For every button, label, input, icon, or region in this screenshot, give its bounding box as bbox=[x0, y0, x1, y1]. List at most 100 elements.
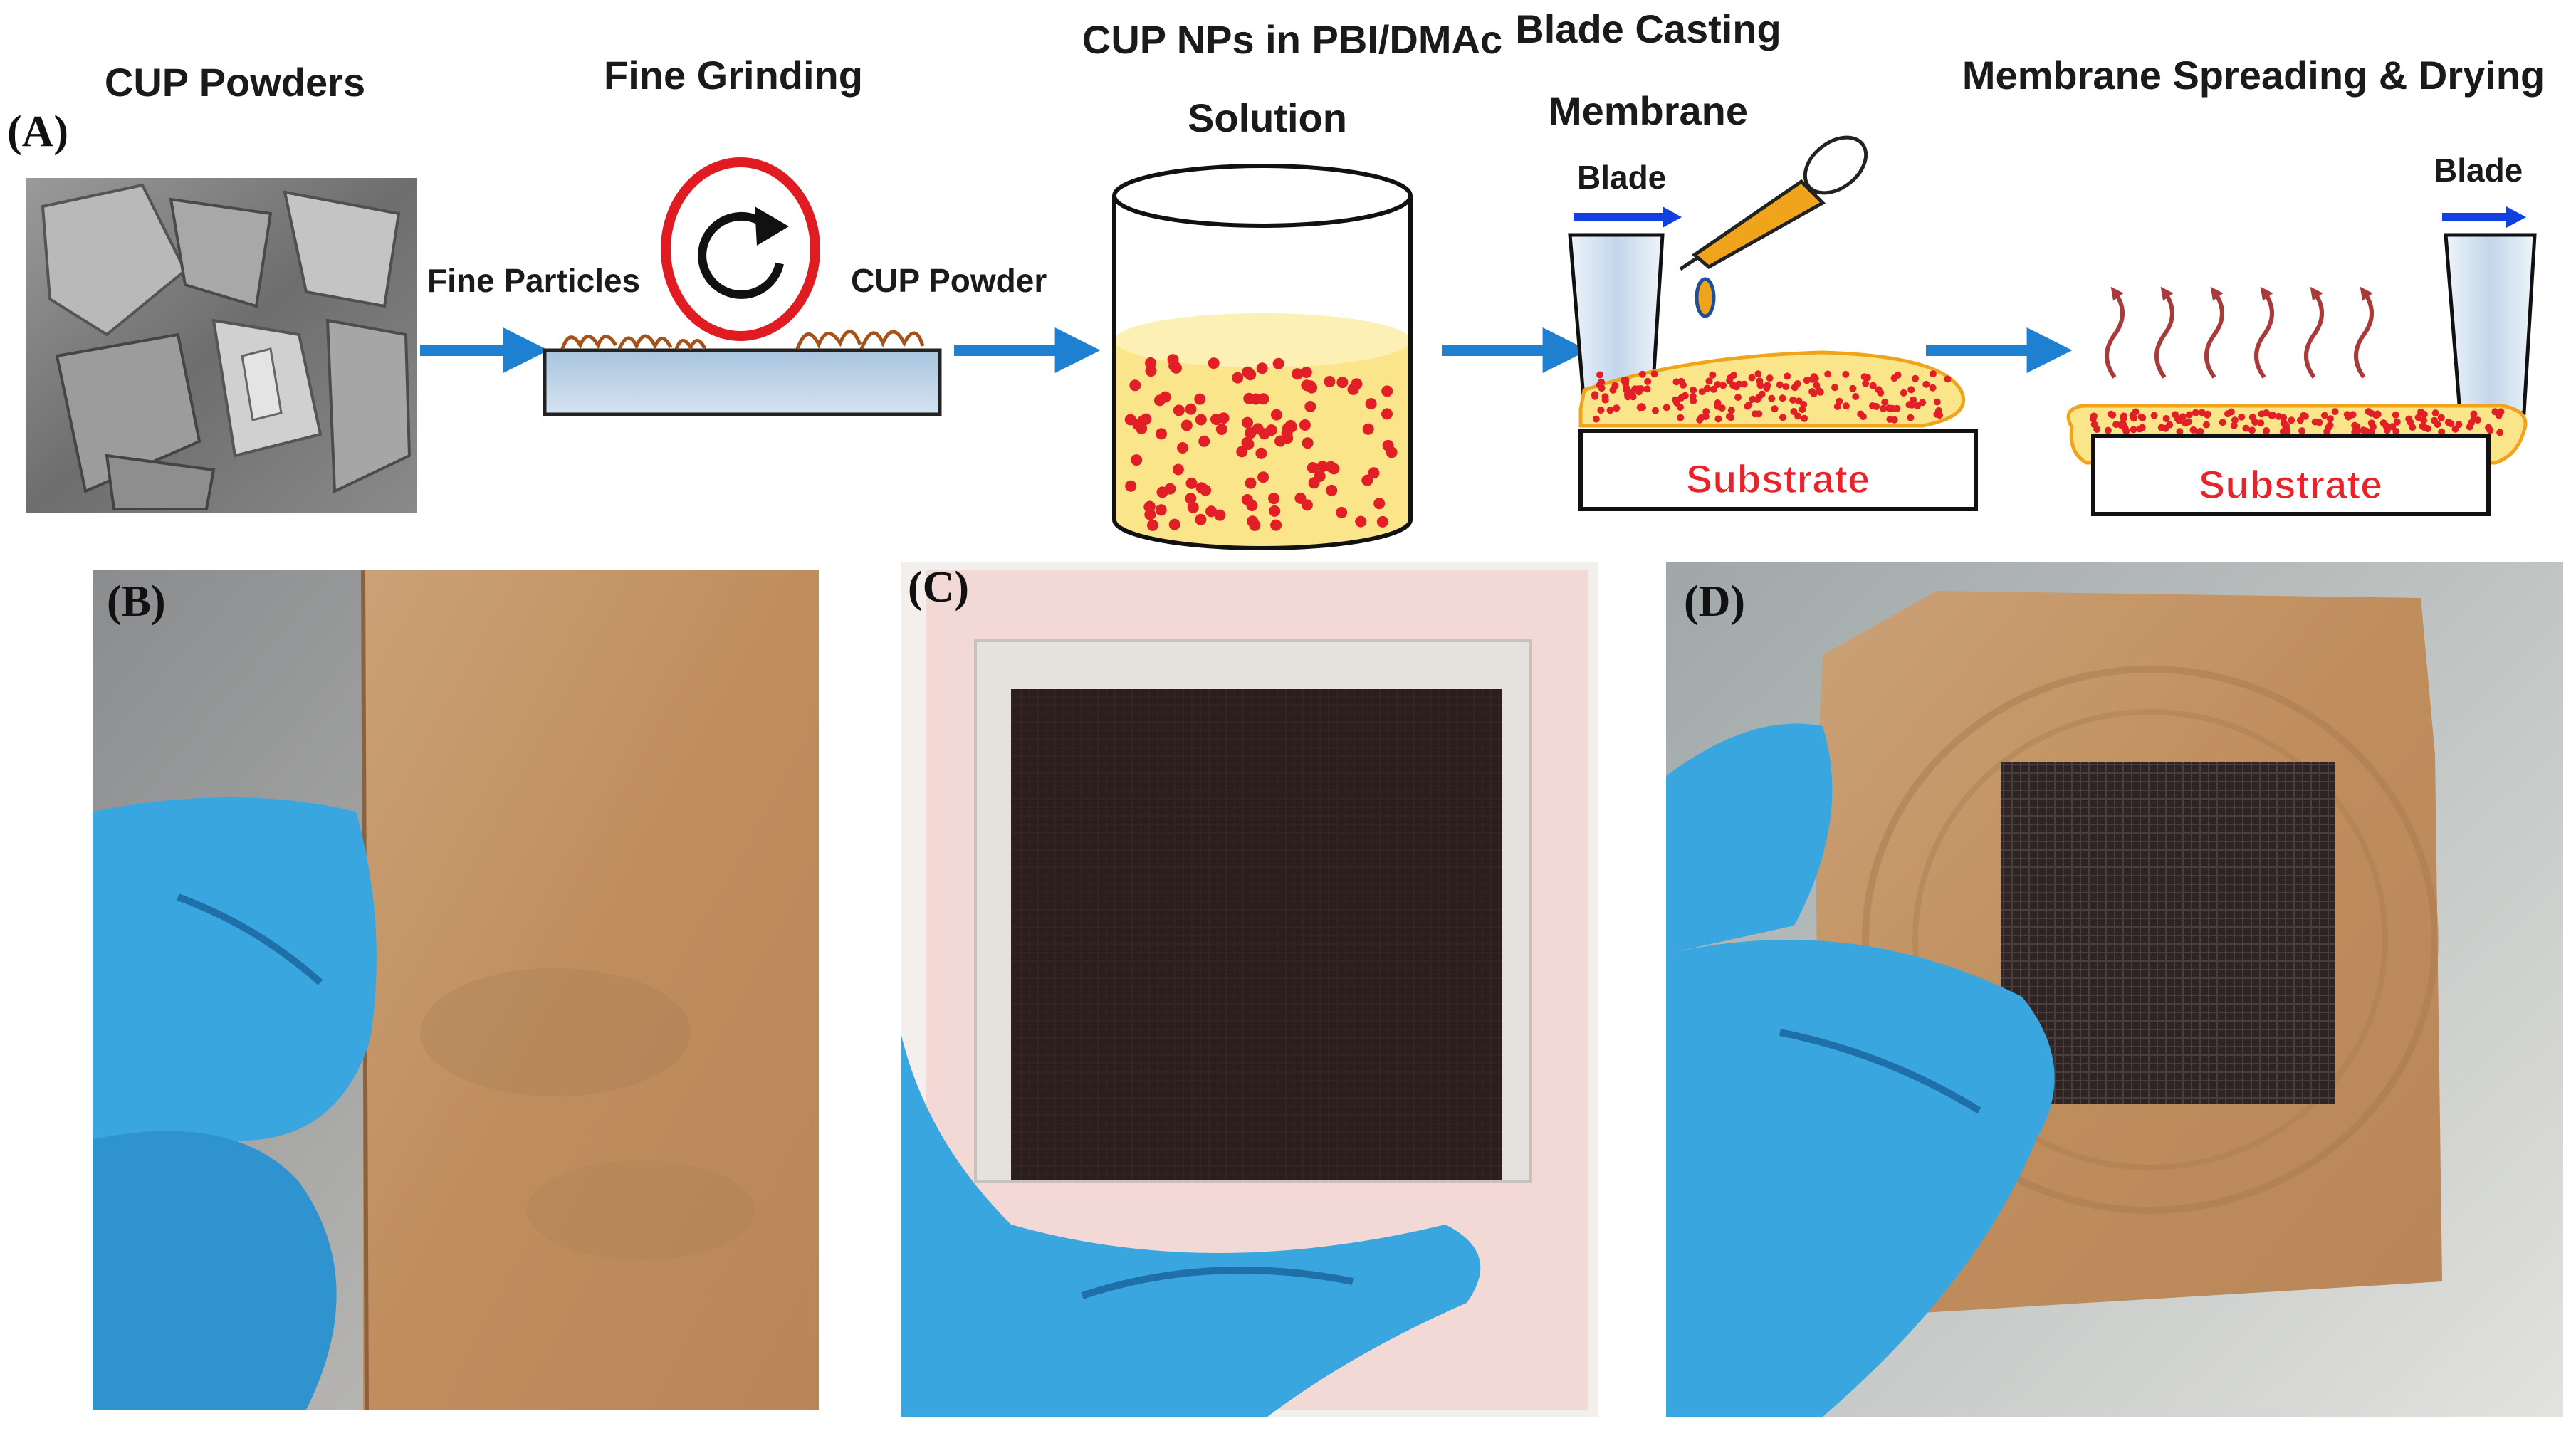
nanoparticle-dot bbox=[2360, 426, 2367, 434]
nanoparticle-dot bbox=[1703, 384, 1711, 392]
nanoparticle-dot bbox=[1900, 389, 1907, 397]
nanoparticle-dot bbox=[1763, 384, 1771, 392]
nanoparticle-dot bbox=[1242, 366, 1254, 378]
nanoparticle-dot bbox=[1294, 492, 1307, 504]
spreading-blade-label: Blade bbox=[2434, 152, 2523, 189]
nanoparticle-dot bbox=[1302, 437, 1314, 449]
nanoparticle-dot bbox=[2496, 429, 2504, 436]
dropper-icon bbox=[1679, 135, 1868, 318]
nanoparticle-dot bbox=[1776, 381, 1784, 389]
step-cup-powders: CUP Powders bbox=[26, 60, 417, 513]
panel-a-letter: (A) bbox=[7, 108, 68, 156]
nanoparticle-dot bbox=[1159, 391, 1171, 403]
nanoparticle-dot bbox=[2486, 426, 2494, 434]
nanoparticle-dot bbox=[1198, 435, 1210, 447]
nanoparticle-dot bbox=[2238, 413, 2246, 421]
nanoparticle-dot bbox=[1710, 385, 1717, 393]
nanoparticle-dot bbox=[1869, 402, 1876, 409]
nanoparticle-dot bbox=[1185, 403, 1197, 415]
nanoparticle-dot bbox=[1591, 391, 1598, 399]
nanoparticle-dot bbox=[1836, 397, 1843, 405]
nanoparticle-dot bbox=[1677, 404, 1684, 411]
nanoparticle-dot bbox=[1650, 370, 1658, 378]
nanoparticle-dot bbox=[1705, 377, 1713, 385]
nanoparticle-dot bbox=[1195, 513, 1207, 525]
nanoparticle-dot bbox=[1173, 404, 1185, 416]
nanoparticle-dot bbox=[1300, 367, 1312, 378]
casting-substrate-label: Substrate bbox=[1686, 456, 1870, 501]
nanoparticle-dot bbox=[2248, 414, 2256, 421]
nanoparticle-dot bbox=[1232, 372, 1244, 384]
nanoparticle-dot bbox=[1748, 374, 1756, 382]
nanoparticle-dot bbox=[1129, 379, 1141, 392]
nanoparticle-dot bbox=[2320, 412, 2328, 419]
nanoparticle-dot bbox=[2343, 411, 2351, 419]
nanoparticle-dot bbox=[2300, 412, 2308, 419]
nanoparticle-dot bbox=[1155, 428, 1167, 440]
panel-b-letter: (B) bbox=[107, 577, 166, 626]
nanoparticle-dot bbox=[1145, 357, 1157, 369]
nanoparticle-dot bbox=[1852, 393, 1860, 400]
grinding-plate bbox=[543, 348, 942, 416]
nanoparticle-dot bbox=[1749, 395, 1756, 403]
nanoparticle-dot bbox=[1936, 412, 1944, 419]
nanoparticle-dot bbox=[2298, 427, 2306, 435]
nanoparticle-dot bbox=[2166, 421, 2174, 429]
nanoparticle-dot bbox=[1689, 392, 1697, 400]
nanoparticle-dot bbox=[1638, 403, 1645, 411]
nanoparticle-dot bbox=[2263, 409, 2270, 416]
nanoparticle-dot bbox=[1185, 493, 1197, 505]
nanoparticle-dot bbox=[1299, 419, 1311, 431]
nanoparticle-dot bbox=[1698, 388, 1706, 396]
nanoparticle-dot bbox=[1784, 372, 1791, 380]
nanoparticle-dot bbox=[2431, 409, 2439, 417]
nanoparticle-dot bbox=[1132, 419, 1144, 431]
ground-particles bbox=[560, 330, 925, 352]
nanoparticle-dot bbox=[2393, 418, 2401, 426]
nanoparticle-dot bbox=[1205, 505, 1218, 518]
nanoparticle-dot bbox=[1270, 519, 1282, 531]
nanoparticle-dot bbox=[1638, 385, 1645, 393]
step-spreading-drying: Membrane Spreading & Drying Blade Substr… bbox=[1962, 53, 2545, 516]
nanoparticle-dot bbox=[2157, 424, 2165, 431]
nanoparticle-dot bbox=[1810, 390, 1818, 397]
nanoparticle-dot bbox=[2311, 418, 2319, 426]
nanoparticle-dot bbox=[2257, 419, 2265, 427]
nanoparticle-dot bbox=[1677, 414, 1685, 421]
nanoparticle-dot bbox=[2150, 412, 2158, 419]
nanoparticle-dot bbox=[1304, 401, 1316, 412]
nanoparticle-dot bbox=[2202, 421, 2210, 429]
panel-b-glove bbox=[93, 797, 377, 1410]
nanoparticle-dot bbox=[1831, 384, 1838, 392]
nanoparticle-dot bbox=[2392, 411, 2399, 419]
panel-b-membrane-strip bbox=[363, 570, 819, 1410]
nanoparticle-dot bbox=[1905, 401, 1913, 409]
nanoparticle-dot bbox=[1696, 416, 1704, 424]
nanoparticle-dot bbox=[1933, 398, 1941, 406]
nanoparticle-dot bbox=[1145, 365, 1157, 377]
nanoparticle-dot bbox=[2275, 412, 2283, 420]
nanoparticle-dot bbox=[2354, 428, 2362, 436]
nanoparticle-dot bbox=[1719, 382, 1727, 389]
nanoparticle-dot bbox=[2382, 422, 2390, 430]
nanoparticle-dot bbox=[1326, 484, 1338, 496]
nanoparticle-dot bbox=[1268, 493, 1280, 505]
nanoparticle-dot bbox=[1336, 377, 1349, 389]
spreading-substrate bbox=[2091, 434, 2491, 516]
nanoparticle-dot bbox=[1245, 477, 1257, 489]
grinding-wheel bbox=[661, 157, 820, 341]
nanoparticle-dot bbox=[1270, 409, 1282, 421]
nanoparticle-dot bbox=[1789, 396, 1797, 404]
nanoparticle-dot bbox=[1347, 383, 1359, 395]
nanoparticle-dot bbox=[1842, 370, 1850, 378]
nanoparticle-dot bbox=[2175, 416, 2183, 424]
nanoparticle-dot bbox=[1862, 379, 1870, 387]
nanoparticle-dot bbox=[1316, 461, 1329, 473]
nanoparticle-dot bbox=[1725, 413, 1733, 420]
nanoparticle-dot bbox=[2130, 426, 2137, 434]
nanoparticle-dot bbox=[1598, 378, 1606, 386]
nanoparticle-dot bbox=[1256, 362, 1268, 374]
nanoparticle-dot bbox=[1644, 377, 1652, 385]
nanoparticle-dot bbox=[1663, 404, 1670, 412]
nanoparticle-dot bbox=[2090, 412, 2098, 420]
